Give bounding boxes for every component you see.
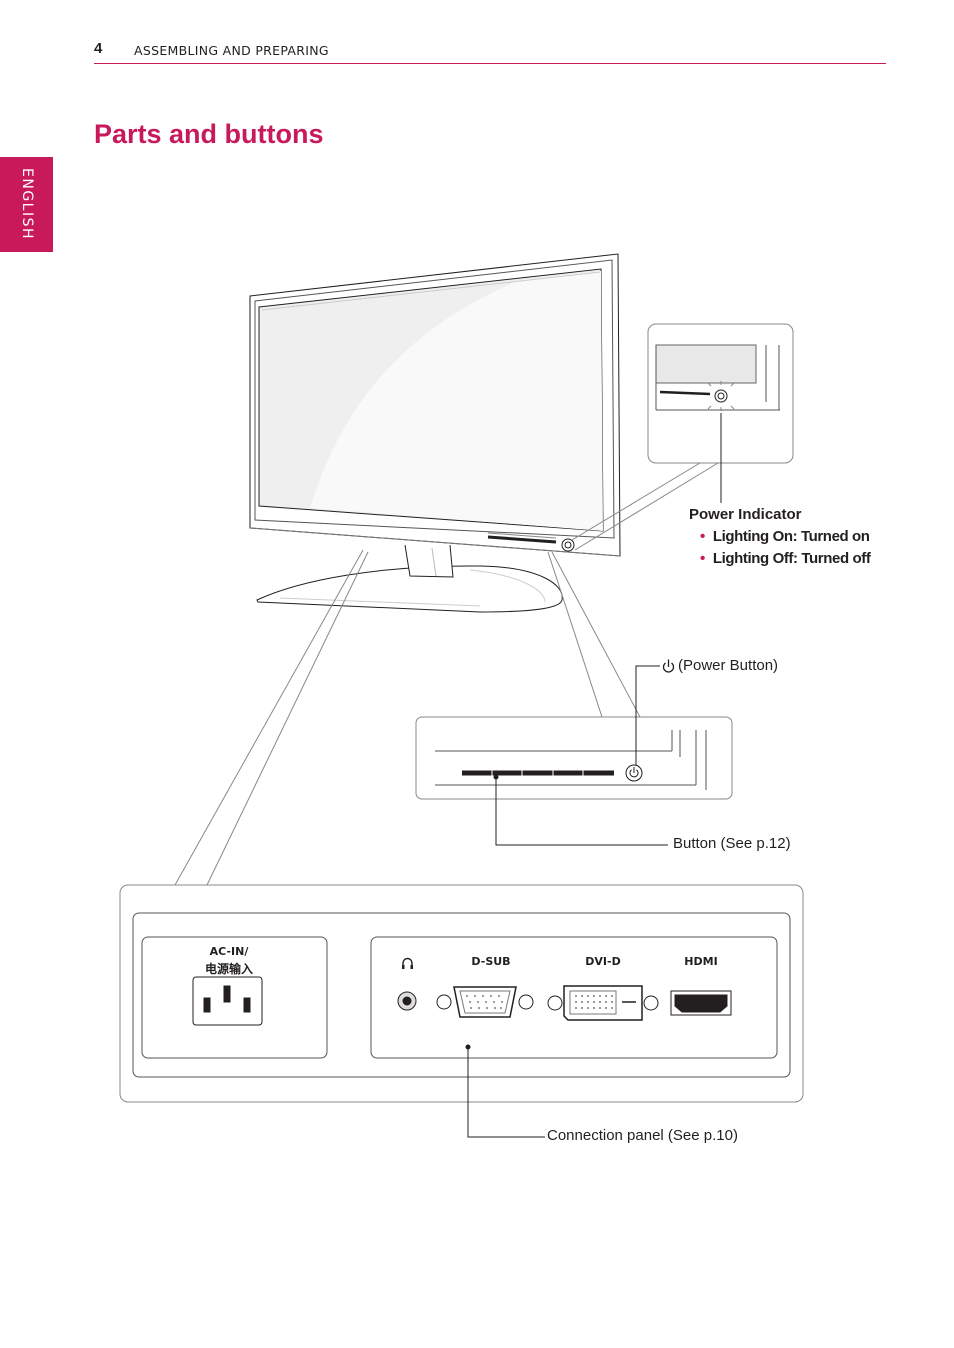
bullet-icon: • bbox=[700, 550, 705, 567]
connection-panel-label: Connection panel (See p.10) bbox=[547, 1127, 738, 1144]
bullet-icon: • bbox=[700, 528, 705, 545]
power-indicator-item-off-text: Lighting Off: Turned off bbox=[712, 550, 871, 567]
page-number: 4 bbox=[94, 40, 103, 57]
dvid-label: DVI-D bbox=[585, 955, 621, 968]
power-indicator-title: Power Indicator bbox=[689, 506, 802, 523]
dsub-pins bbox=[466, 995, 503, 1009]
hdmi-label: HDMI bbox=[684, 955, 718, 968]
header-rule bbox=[94, 63, 886, 64]
button-detail bbox=[415, 551, 733, 846]
dsub-label: D-SUB bbox=[471, 955, 511, 968]
connection-panel-detail bbox=[119, 549, 804, 1138]
power-icon bbox=[662, 659, 675, 673]
headphone-icon bbox=[402, 957, 413, 969]
power-indicator-detail bbox=[571, 323, 794, 551]
dvi-pins bbox=[575, 995, 613, 1009]
language-tab bbox=[0, 157, 53, 252]
power-indicator-item-off: • Lighting Off: Turned off bbox=[700, 550, 871, 567]
ac-in-label: AC-IN/ bbox=[209, 945, 249, 958]
page-title: Parts and buttons bbox=[94, 119, 324, 149]
button-label: Button (See p.12) bbox=[673, 835, 791, 852]
power-indicator-item-on-text: Lighting On: Turned on bbox=[712, 528, 870, 545]
power-button-label: (Power Button) bbox=[678, 657, 779, 674]
monitor-drawing bbox=[249, 253, 621, 613]
ac-in-chinese-label: 电源输入 bbox=[204, 962, 253, 976]
section-title: ASSEMBLING AND PREPARING bbox=[134, 43, 329, 58]
language-label: ENGLISH bbox=[19, 168, 35, 241]
power-indicator-item-on: • Lighting On: Turned on bbox=[700, 528, 870, 545]
